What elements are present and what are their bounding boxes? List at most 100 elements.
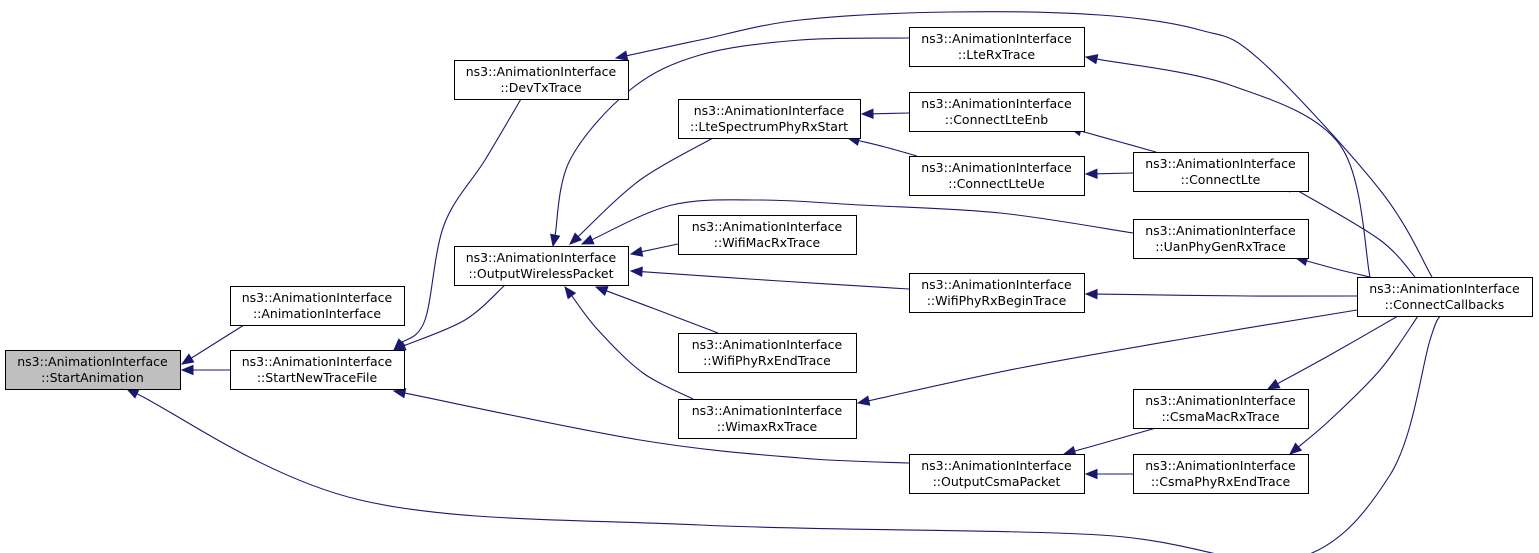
edge-arrowhead xyxy=(629,246,644,257)
edge-wifiMacRxTrace-to-outputWirelessPacket xyxy=(629,243,679,257)
edge-arrowhead xyxy=(1084,168,1098,180)
node-startAnimation[interactable]: ns3::AnimationInterface::StartAnimation xyxy=(5,350,181,390)
edges-layer xyxy=(125,11,1441,553)
node-box[interactable] xyxy=(909,273,1085,313)
node-box[interactable] xyxy=(1133,152,1309,192)
node-uanPhyGenRxTrace[interactable]: ns3::AnimationInterface::UanPhyGenRxTrac… xyxy=(1133,219,1309,259)
edge-connectLteUe-to-lteSpectrumPhyRxStart xyxy=(846,135,918,157)
node-connectCallbacks[interactable]: ns3::AnimationInterface::ConnectCallback… xyxy=(1357,277,1533,317)
edge-arrowhead xyxy=(1266,378,1281,390)
edge-wifiPhyRxBeginTrace-to-outputWirelessPacket xyxy=(629,266,910,290)
nodes-layer: ns3::AnimationInterface::StartAnimationn… xyxy=(5,27,1533,494)
node-box[interactable] xyxy=(909,27,1085,67)
node-box[interactable] xyxy=(678,333,857,373)
node-wifiMacRxTrace[interactable]: ns3::AnimationInterface::WifiMacRxTrace xyxy=(678,215,857,255)
edge-line xyxy=(136,315,1441,553)
node-wifiPhyRxEndTrace[interactable]: ns3::AnimationInterface::WifiPhyRxEndTra… xyxy=(678,333,857,373)
edge-startNewTraceFile-to-startAnimation xyxy=(180,364,230,376)
node-namespace-label: ns3::AnimationInterface xyxy=(692,219,843,234)
edge-line xyxy=(577,137,714,238)
edge-arrowhead xyxy=(392,340,407,351)
node-animationInterface[interactable]: ns3::AnimationInterface::AnimationInterf… xyxy=(230,286,405,326)
edge-line xyxy=(872,112,910,115)
edge-line xyxy=(1074,427,1157,452)
edge-arrowhead xyxy=(856,395,871,406)
node-method-label: ::ConnectCallbacks xyxy=(1385,297,1505,312)
node-method-label: ::WimaxRxTrace xyxy=(717,419,818,434)
node-namespace-label: ns3::AnimationInterface xyxy=(242,290,393,305)
edge-arrowhead xyxy=(550,233,561,248)
node-box[interactable] xyxy=(1133,389,1309,429)
node-box[interactable] xyxy=(678,215,857,255)
edge-line xyxy=(868,309,1358,402)
node-outputCsmaPacket[interactable]: ns3::AnimationInterface::OutputCsmaPacke… xyxy=(909,454,1085,494)
node-box[interactable] xyxy=(454,246,629,286)
node-box[interactable] xyxy=(230,350,405,390)
node-namespace-label: ns3::AnimationInterface xyxy=(17,354,168,369)
node-namespace-label: ns3::AnimationInterface xyxy=(692,337,843,352)
edge-arrowhead xyxy=(629,266,643,277)
node-method-label: ::DevTxTrace xyxy=(500,80,582,95)
node-box[interactable] xyxy=(909,454,1085,494)
edge-arrowhead xyxy=(180,364,194,376)
edge-line xyxy=(1306,260,1371,278)
node-startNewTraceFile[interactable]: ns3::AnimationInterface::StartNewTraceFi… xyxy=(230,350,405,390)
node-box[interactable] xyxy=(909,156,1085,196)
node-method-label: ::LteSpectrumPhyRxStart xyxy=(690,119,848,134)
node-method-label: ::WifiMacRxTrace xyxy=(714,235,821,250)
node-box[interactable] xyxy=(678,99,861,139)
node-box[interactable] xyxy=(5,350,181,390)
edge-arrowhead xyxy=(564,285,577,300)
node-namespace-label: ns3::AnimationInterface xyxy=(1145,156,1296,171)
edge-line xyxy=(1298,315,1419,448)
edge-line xyxy=(591,199,1134,241)
node-box[interactable] xyxy=(1357,277,1533,317)
node-box[interactable] xyxy=(909,92,1085,132)
edge-connectCallbacks-to-csmaMacRxTrace xyxy=(1266,315,1399,390)
node-connectLte[interactable]: ns3::AnimationInterface::ConnectLte xyxy=(1133,152,1309,192)
node-method-label: ::OutputWirelessPacket xyxy=(468,266,613,281)
node-csmaMacRxTrace[interactable]: ns3::AnimationInterface::CsmaMacRxTrace xyxy=(1133,389,1309,429)
node-namespace-label: ns3::AnimationInterface xyxy=(692,403,843,418)
edge-csmaPhyRxEndTrace-to-outputCsmaPacket xyxy=(1084,468,1133,480)
edge-arrowhead xyxy=(180,353,195,365)
edge-lteRxTrace-to-outputWirelessPacket xyxy=(550,37,910,248)
edge-wifiPhyRxEndTrace-to-outputWirelessPacket xyxy=(594,286,719,334)
edge-arrowhead xyxy=(580,234,595,245)
edge-connectCallbacks-to-uanPhyGenRxTrace xyxy=(1294,256,1371,278)
node-namespace-label: ns3::AnimationInterface xyxy=(466,64,617,79)
node-namespace-label: ns3::AnimationInterface xyxy=(1145,393,1296,408)
edge-line xyxy=(1290,186,1416,278)
edge-line xyxy=(571,295,694,400)
node-box[interactable] xyxy=(1133,219,1309,259)
node-outputWirelessPacket[interactable]: ns3::AnimationInterface::OutputWirelessP… xyxy=(454,246,629,286)
node-box[interactable] xyxy=(230,286,405,326)
node-wimaxRxTrace[interactable]: ns3::AnimationInterface::WimaxRxTrace xyxy=(678,399,857,439)
edge-line xyxy=(641,271,910,290)
node-connectLteUe[interactable]: ns3::AnimationInterface::ConnectLteUe xyxy=(909,156,1085,196)
node-lteSpectrumPhyRxStart[interactable]: ns3::AnimationInterface::LteSpectrumPhyR… xyxy=(678,99,861,139)
node-devTxTrace[interactable]: ns3::AnimationInterface::DevTxTrace xyxy=(454,60,629,100)
node-box[interactable] xyxy=(678,399,857,439)
edge-line xyxy=(1096,58,1371,278)
node-wifiPhyRxBeginTrace[interactable]: ns3::AnimationInterface::WifiPhyRxBeginT… xyxy=(909,273,1085,313)
edge-arrowhead xyxy=(1084,288,1098,300)
node-csmaPhyRxEndTrace[interactable]: ns3::AnimationInterface::CsmaPhyRxEndTra… xyxy=(1133,454,1309,494)
edge-line xyxy=(404,392,910,464)
node-method-label: ::StartNewTraceFile xyxy=(257,370,378,385)
node-namespace-label: ns3::AnimationInterface xyxy=(921,96,1072,111)
edge-arrowhead xyxy=(125,388,140,399)
edge-connectCallbacks-to-wimaxRxTrace xyxy=(856,309,1358,406)
edge-connectLteEnb-to-lteSpectrumPhyRxStart xyxy=(860,108,910,120)
edge-line xyxy=(1080,130,1157,153)
node-method-label: ::WifiPhyRxEndTrace xyxy=(703,353,831,368)
node-lteRxTrace[interactable]: ns3::AnimationInterface::LteRxTrace xyxy=(909,27,1085,67)
node-box[interactable] xyxy=(1133,454,1309,494)
node-connectLteEnb[interactable]: ns3::AnimationInterface::ConnectLteEnb xyxy=(909,92,1085,132)
node-namespace-label: ns3::AnimationInterface xyxy=(1369,281,1520,296)
node-method-label: ::OutputCsmaPacket xyxy=(933,474,1061,489)
node-box[interactable] xyxy=(454,60,629,100)
edge-animationInterface-to-startAnimation xyxy=(180,324,245,365)
node-method-label: ::UanPhyGenRxTrace xyxy=(1155,239,1286,254)
edge-line xyxy=(1096,172,1134,175)
